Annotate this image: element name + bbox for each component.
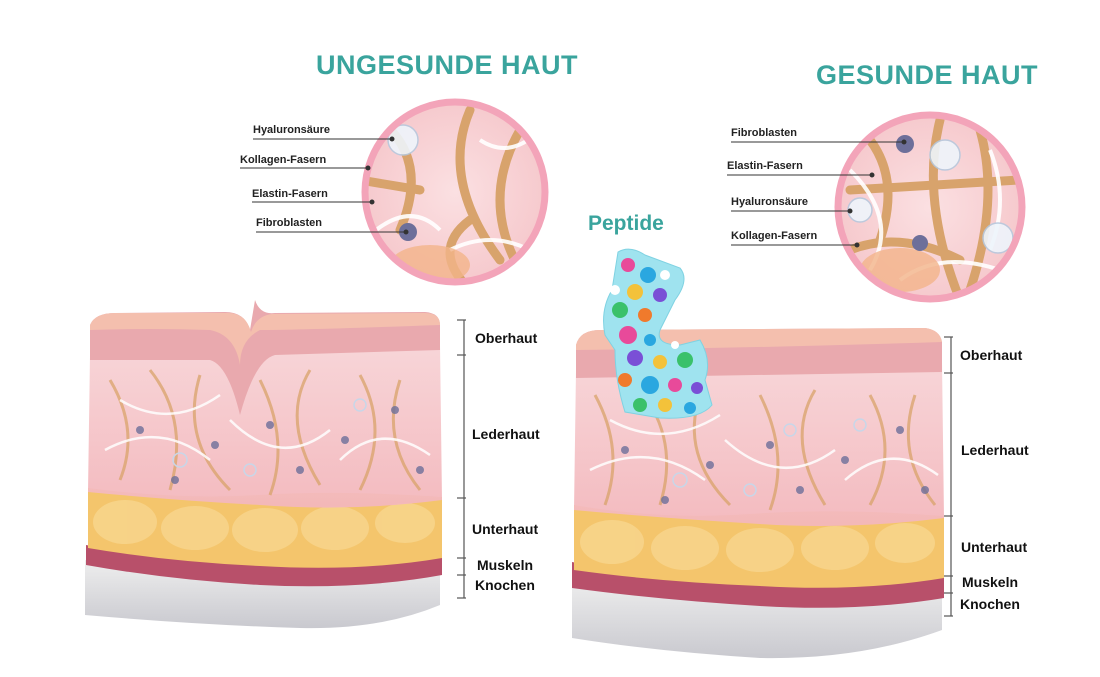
right-label-hyaluronsaeure: Hyaluronsäure	[731, 196, 809, 208]
left-label-kollagen-fasern: Kollagen-Fasern	[240, 154, 327, 166]
unhealthy-skin-block	[85, 300, 442, 629]
left-layer-muskeln: Muskeln	[477, 557, 534, 573]
healthy-zoom-circle	[834, 111, 1026, 303]
right-label-fibroblasten: Fibroblasten	[731, 127, 798, 139]
healthy-skin-block	[572, 328, 944, 659]
right-layer-lederhaut: Lederhaut	[961, 442, 1029, 458]
right-layer-brackets	[944, 336, 953, 617]
right-layer-muskeln: Muskeln	[962, 574, 1019, 590]
left-layer-oberhaut: Oberhaut	[475, 330, 538, 346]
left-label-elastin-fasern: Elastin-Fasern	[252, 188, 328, 200]
left-layer-lederhaut: Lederhaut	[472, 426, 540, 442]
right-label-elastin-fasern: Elastin-Fasern	[727, 160, 803, 172]
left-layer-knochen: Knochen	[475, 577, 535, 593]
healthy-skin-title: GESUNDE HAUT	[816, 60, 1039, 90]
unhealthy-skin-title: UNGESUNDE HAUT	[316, 50, 579, 80]
peptide-cluster	[603, 248, 713, 419]
right-leader-lines	[727, 139, 907, 248]
left-layer-unterhaut: Unterhaut	[472, 521, 539, 537]
left-label-hyaluronsaeure: Hyaluronsäure	[253, 124, 331, 136]
unhealthy-zoom-circle	[361, 98, 549, 286]
right-label-kollagen-fasern: Kollagen-Fasern	[731, 230, 818, 242]
right-layer-unterhaut: Unterhaut	[961, 539, 1028, 555]
right-layer-oberhaut: Oberhaut	[960, 347, 1023, 363]
left-label-fibroblasten: Fibroblasten	[256, 217, 323, 229]
left-layer-brackets	[457, 319, 466, 599]
peptide-label: Peptide	[588, 212, 664, 235]
right-layer-knochen: Knochen	[960, 596, 1020, 612]
left-leader-lines	[240, 136, 409, 235]
